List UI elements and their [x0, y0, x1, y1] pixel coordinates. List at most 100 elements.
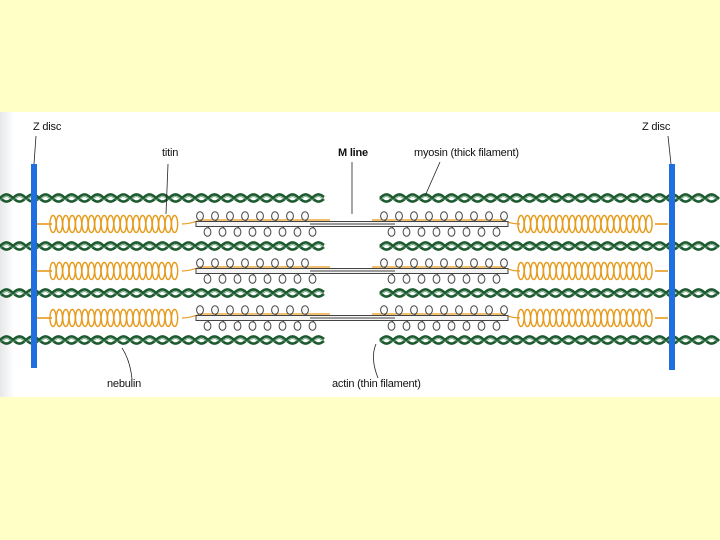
- myosin-head-left: [309, 228, 316, 237]
- myosin-head-right: [403, 275, 410, 284]
- titin-coil-right: [550, 263, 556, 280]
- titin-coil-right: [627, 310, 633, 327]
- titin-coil-right: [550, 216, 556, 233]
- myosin-head-right: [388, 228, 395, 237]
- titin-coil-right: [627, 263, 633, 280]
- titin-coil-right: [544, 263, 550, 280]
- titin-coil-right: [608, 263, 614, 280]
- myosin-head-left: [212, 306, 219, 315]
- titin-coil-left: [152, 310, 158, 327]
- myosin-head-right: [456, 306, 463, 315]
- titin-coil-left: [146, 263, 152, 280]
- titin-coil-left: [63, 216, 69, 233]
- leader-z-disc-left: [34, 136, 36, 164]
- titin-coil-right: [640, 263, 646, 280]
- titin-coil-right: [588, 263, 594, 280]
- titin-coil-left: [69, 216, 75, 233]
- titin-coil-left: [88, 263, 94, 280]
- myosin-head-right: [411, 306, 418, 315]
- myosin-head-left: [309, 275, 316, 284]
- myosin-head-right: [403, 228, 410, 237]
- titin-coil-left: [159, 216, 165, 233]
- titin-coil-right: [563, 310, 569, 327]
- myosin-head-left: [294, 322, 301, 331]
- titin-coil-right: [531, 263, 537, 280]
- myosin-head-right: [486, 259, 493, 268]
- titin-coil-right: [620, 310, 626, 327]
- titin-coil-left: [133, 216, 139, 233]
- myosin-head-left: [219, 322, 226, 331]
- titin-coil-left: [140, 263, 146, 280]
- m-line-label: M line: [338, 147, 368, 159]
- myosin-head-right: [403, 322, 410, 331]
- myosin-label: myosin (thick filament): [414, 147, 519, 159]
- myosin-head-left: [249, 322, 256, 331]
- titin-coil-left: [56, 263, 62, 280]
- titin-coil-right: [576, 310, 582, 327]
- myosin-head-left: [227, 306, 234, 315]
- titin-coil-right: [531, 216, 537, 233]
- myosin-head-right: [471, 306, 478, 315]
- z-disc-left-label: Z disc: [33, 121, 61, 133]
- myosin-head-right: [381, 259, 388, 268]
- myosin-head-left: [257, 306, 264, 315]
- myosin-head-right: [426, 259, 433, 268]
- myosin-head-left: [219, 275, 226, 284]
- myosin-head-left: [294, 228, 301, 237]
- titin-coil-left: [63, 263, 69, 280]
- titin-coil-left: [82, 216, 88, 233]
- myosin-head-left: [302, 212, 309, 221]
- titin-coil-left: [69, 310, 75, 327]
- titin-coil-right: [569, 263, 575, 280]
- myosin-head-left: [212, 259, 219, 268]
- titin-coil-right: [537, 216, 543, 233]
- titin-coil-right: [614, 310, 620, 327]
- titin-coil-right: [646, 216, 652, 233]
- titin-coil-left: [69, 263, 75, 280]
- myosin-head-left: [302, 306, 309, 315]
- titin-coil-left: [127, 216, 133, 233]
- titin-coil-left: [146, 216, 152, 233]
- myosin-head-right: [486, 306, 493, 315]
- titin-coil-left: [76, 263, 82, 280]
- titin-coil-right: [550, 310, 556, 327]
- myosin-head-right: [381, 212, 388, 221]
- leader-actin: [373, 344, 378, 378]
- myosin-head-left: [234, 228, 241, 237]
- titin-coil-right: [537, 263, 543, 280]
- myosin-head-left: [249, 275, 256, 284]
- myosin-head-right: [486, 212, 493, 221]
- titin-coil-left: [88, 310, 94, 327]
- titin-coil-left: [108, 263, 114, 280]
- titin-coil-left: [56, 216, 62, 233]
- titin-coil-left: [114, 263, 120, 280]
- leader-lines: [34, 136, 671, 379]
- titin-coil-left: [108, 216, 114, 233]
- titin-coil-left: [76, 216, 82, 233]
- myosin-head-left: [204, 322, 211, 331]
- sarcomere-figure: Z disc Z disc titin M line myosin (thick…: [0, 112, 720, 397]
- titin-coil-right: [588, 216, 594, 233]
- titin-coil-right: [640, 216, 646, 233]
- titin-coil-left: [127, 310, 133, 327]
- myosin-head-left: [234, 275, 241, 284]
- titin-coil-right: [601, 310, 607, 327]
- myosin-head-right: [396, 306, 403, 315]
- myosin-head-right: [478, 275, 485, 284]
- titin-coil-right: [576, 263, 582, 280]
- titin-coil-left: [159, 310, 165, 327]
- myosin-head-right: [471, 212, 478, 221]
- titin-coil-left: [82, 310, 88, 327]
- myosin-head-left: [227, 212, 234, 221]
- myosin-head-left: [197, 212, 204, 221]
- myosin-head-right: [471, 259, 478, 268]
- titin-coil-left: [133, 310, 139, 327]
- myosin-head-left: [279, 275, 286, 284]
- titin-coil-left: [165, 310, 171, 327]
- titin-coil-left: [146, 310, 152, 327]
- titin-coil-left: [88, 216, 94, 233]
- titin-coil-right: [620, 216, 626, 233]
- titin-coil-left: [127, 263, 133, 280]
- titin-coil-right: [544, 216, 550, 233]
- titin-coil-right: [544, 310, 550, 327]
